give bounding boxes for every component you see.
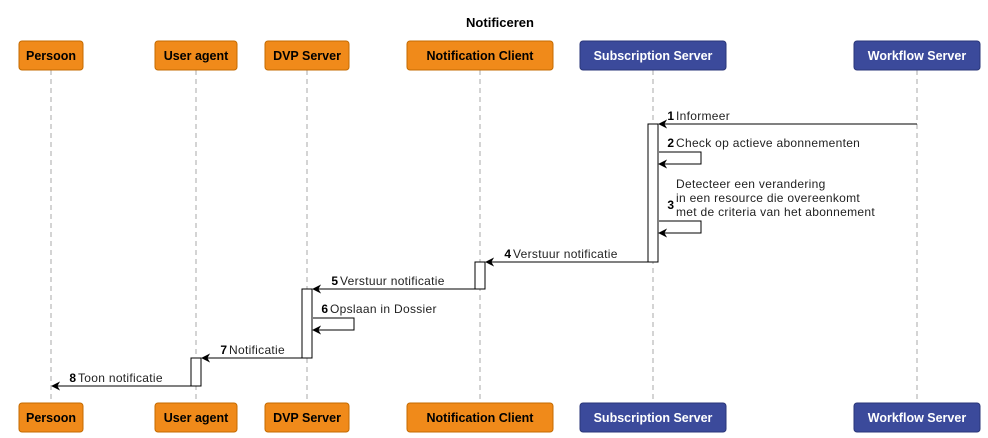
participant-workflow-server-top: Workflow Server	[853, 40, 981, 71]
participant-box	[154, 402, 238, 433]
participants-bottom: Persoon User agent DVP Server Notification …	[18, 402, 981, 433]
participant-workflow-server-bottom: Workflow Server	[853, 402, 981, 433]
lifelines	[50, 70, 918, 403]
participant-notification-client-top: Notification Client	[406, 40, 554, 71]
participant-persoon-bottom: Persoon	[18, 402, 84, 433]
message-number: 7	[220, 343, 227, 357]
message-number: 4	[504, 247, 511, 261]
diagram-title: Notificeren	[466, 15, 534, 30]
participant-subscription-server-top: Subscription Server	[579, 40, 727, 71]
participant-label: DVP Server	[273, 49, 341, 63]
participant-persoon-top: Persoon	[18, 40, 84, 71]
message-label: Opslaan in Dossier	[330, 302, 437, 316]
participant-subscription-server-bottom: Subscription Server	[579, 402, 727, 433]
message-number: 2	[667, 136, 674, 150]
self-message-arrow	[658, 151, 702, 169]
participant-box	[18, 40, 84, 71]
participant-box	[154, 40, 238, 71]
message-label: Notificatie	[229, 343, 285, 357]
self-message-arrow	[658, 220, 702, 238]
participant-dvp-server-top: DVP Server	[264, 40, 350, 71]
participant-label: Notification Client	[427, 411, 535, 425]
participant-user-agent-bottom: User agent	[154, 402, 238, 433]
participant-label: User agent	[164, 49, 229, 63]
participant-notification-client-bottom: Notification Client	[406, 402, 554, 433]
participant-label: User agent	[164, 411, 229, 425]
message-number: 8	[69, 371, 76, 385]
message-label: in een resource die overeenkomt	[676, 191, 860, 205]
message-number: 6	[321, 302, 328, 316]
participant-box	[264, 402, 350, 433]
message-label: met de criteria van het abonnement	[676, 205, 875, 219]
participant-box	[264, 40, 350, 71]
participant-label: Subscription Server	[594, 411, 713, 425]
message-label: Detecteer een verandering	[676, 177, 826, 191]
participant-label: Subscription Server	[594, 49, 713, 63]
participant-label: Persoon	[26, 49, 76, 63]
activation-bar-notification-client	[474, 261, 486, 290]
participants-top: Persoon User agent DVP Server Notification …	[18, 40, 981, 71]
activation-bar-user-agent	[190, 357, 202, 387]
participant-dvp-server-bottom: DVP Server	[264, 402, 350, 433]
message-label: Check op actieve abonnementen	[676, 136, 860, 150]
message-number: 5	[331, 274, 338, 288]
participant-label: Persoon	[26, 411, 76, 425]
participant-label: Workflow Server	[868, 49, 967, 63]
self-message-arrow	[312, 317, 355, 335]
participant-box	[406, 40, 554, 71]
activation-bar-dvp-server	[301, 288, 313, 359]
participant-label: Workflow Server	[868, 411, 967, 425]
activation-bars	[190, 123, 659, 387]
message-label: Informeer	[676, 109, 730, 123]
message-number: 1	[667, 109, 674, 123]
participant-user-agent-top: User agent	[154, 40, 238, 71]
message-label: Verstuur notificatie	[340, 274, 445, 288]
participant-box	[853, 40, 981, 71]
participant-label: DVP Server	[273, 411, 341, 425]
message-label: Verstuur notificatie	[513, 247, 618, 261]
activation-bar-subscription-server	[647, 123, 659, 263]
participant-box	[406, 402, 554, 433]
participant-box	[579, 402, 727, 433]
participant-box	[18, 402, 84, 433]
participant-box	[853, 402, 981, 433]
participant-box	[579, 40, 727, 71]
message-label: Toon notificatie	[78, 371, 163, 385]
message-number: 3	[667, 198, 674, 212]
participant-label: Notification Client	[427, 49, 535, 63]
